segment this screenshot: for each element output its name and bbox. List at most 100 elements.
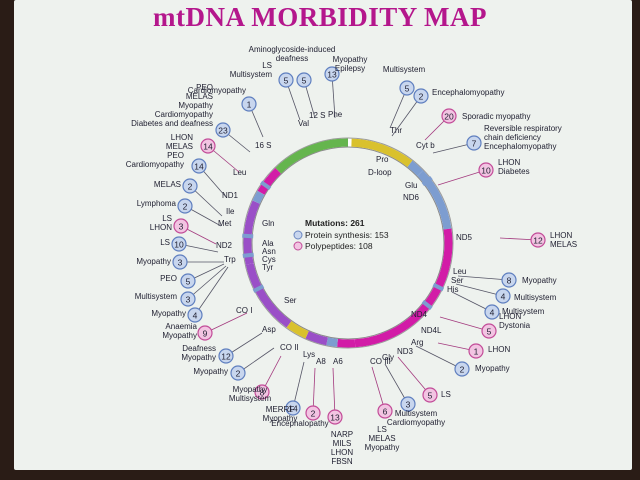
disease-line: LS <box>377 425 387 434</box>
mutation-count: 7 <box>472 139 477 149</box>
disease-line: deafness <box>276 54 308 63</box>
disease-line: LHON <box>150 223 172 232</box>
disease-line: PEO <box>167 151 184 160</box>
protein-synthesis-marker <box>230 365 246 381</box>
disease-line: Myopathy <box>522 276 557 285</box>
gene-label: ND4L <box>421 326 442 335</box>
disease-line: Myopathy <box>136 257 171 266</box>
disease-line: MELAS <box>550 240 577 249</box>
disease-line: Myopathy <box>263 414 298 423</box>
disease-label: Lymphoma <box>137 199 177 208</box>
disease-line: Myopathy <box>475 364 510 373</box>
disease-label: Sporadic myopathy <box>462 112 530 121</box>
ring-center <box>251 146 445 340</box>
disease-line: Myopathy <box>151 309 186 318</box>
disease-line: FBSN <box>331 457 353 466</box>
polypeptide-marker <box>305 405 321 421</box>
legend-protein-marker <box>293 230 303 240</box>
gene-label: Ile <box>226 207 235 216</box>
gene-label: Cyt b <box>416 141 435 150</box>
trp-segment <box>252 190 265 204</box>
mutation-count: 5 <box>186 277 191 287</box>
disease-line: LS <box>262 61 272 70</box>
disease-line: Lymphoma <box>137 199 177 208</box>
disease-line: Multisystem <box>135 292 178 301</box>
gene-label: His <box>447 285 459 294</box>
disease-line: LS <box>160 238 170 247</box>
legend-protein-synthesis: Protein synthesis: 153 <box>305 230 389 240</box>
protein-synthesis-marker <box>454 361 470 377</box>
protein-synthesis-marker <box>484 304 500 320</box>
disease-label: LHON <box>488 345 510 354</box>
protein-synthesis-marker <box>215 122 231 138</box>
arg-segment <box>326 337 338 347</box>
disease-line: Diabetes and deafness <box>131 119 213 128</box>
mutation-count: 20 <box>444 112 454 122</box>
trna-tick <box>242 252 254 258</box>
mutation-count: 10 <box>481 166 491 176</box>
gene-label: ND3 <box>397 347 414 356</box>
annotation-leader <box>332 367 336 418</box>
disease-label: PEO <box>160 274 177 283</box>
protein-synthesis-marker <box>180 291 196 307</box>
mutation-count: 13 <box>327 70 337 80</box>
mutation-count: 2 <box>419 92 424 102</box>
disease-line: Cardiomyopathy <box>188 86 246 95</box>
protein-synthesis-marker <box>180 273 196 289</box>
disease-line: Myopathy <box>333 55 368 64</box>
legend-polypeptides: Polypeptides: 108 <box>305 241 373 251</box>
disease-line: PEO <box>160 274 177 283</box>
trna-tick <box>260 180 272 191</box>
mutation-count: 5 <box>302 76 307 86</box>
polypeptide-marker <box>441 108 457 124</box>
disease-line: Reversible respiratory <box>484 124 562 133</box>
disease-line: Encephalomyopathy <box>432 88 505 97</box>
mutation-count: 9 <box>203 329 208 339</box>
trna-tick <box>252 284 265 293</box>
annotation-leader <box>384 363 409 405</box>
mutation-count: 4 <box>193 311 198 321</box>
mutation-count: 2 <box>183 202 188 212</box>
mutation-count: 8 <box>260 388 265 398</box>
gene-label: Gln <box>262 219 274 228</box>
mutation-count: 8 <box>507 276 512 286</box>
disease-line: PEO <box>196 83 213 92</box>
polypeptide-marker <box>327 409 343 425</box>
disease-line: Multisystem <box>230 70 273 79</box>
gene-label: CO II <box>280 343 299 352</box>
gene-label: CO III <box>370 357 391 366</box>
disease-line: Myopathy <box>181 353 216 362</box>
annotation-leader <box>397 356 431 396</box>
mutation-count: 6 <box>383 407 388 417</box>
gene-label: Met <box>218 219 232 228</box>
disease-line: Anaemia <box>165 322 197 331</box>
disease-line: MERRF <box>266 405 295 414</box>
mutation-count: 5 <box>405 84 410 94</box>
gene-label: D-loop <box>368 168 392 177</box>
protein-synthesis-marker <box>399 80 415 96</box>
disease-label: Multisystem <box>502 307 545 316</box>
disease-line: MELAS <box>368 434 395 443</box>
disease-label: Myopathy <box>151 309 186 318</box>
mutation-count: 3 <box>406 400 411 410</box>
gene-label: ND5 <box>456 233 473 242</box>
annotation-leader <box>371 366 386 412</box>
dloop-segment <box>351 138 413 168</box>
gene-label: Lys <box>303 350 315 359</box>
polypeptide-marker <box>254 384 270 400</box>
disease-label: Cardiomyopathy <box>188 86 246 95</box>
polypeptide-marker <box>481 323 497 339</box>
polypeptide-marker <box>200 138 216 154</box>
protein-synthesis-marker <box>171 236 187 252</box>
disease-line: Epilepsy <box>335 64 365 73</box>
disease-label: MELAS <box>154 180 181 189</box>
